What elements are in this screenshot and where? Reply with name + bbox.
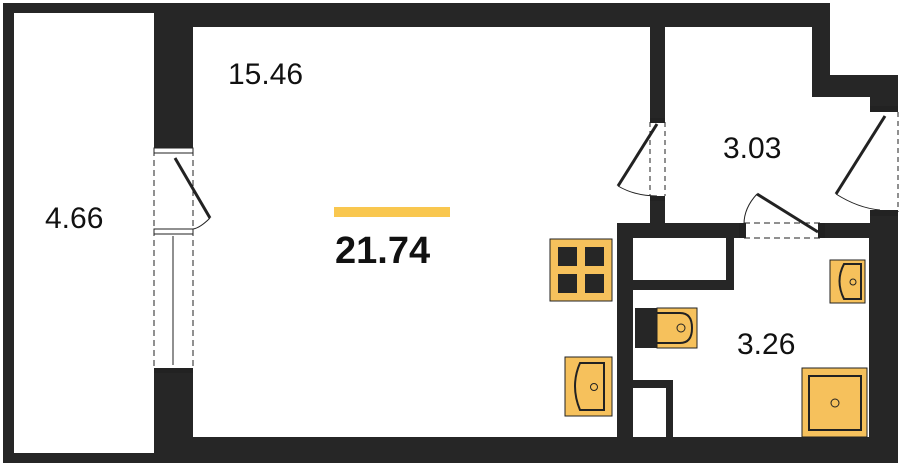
room-living bbox=[193, 27, 650, 437]
bathroom-door bbox=[739, 192, 825, 239]
stove-icon bbox=[549, 238, 613, 302]
bathroom-area: 3.26 bbox=[737, 328, 796, 361]
shower-icon bbox=[801, 367, 868, 438]
sink-icon bbox=[564, 356, 613, 417]
balcony-door bbox=[153, 147, 212, 373]
hallway-area: 3.03 bbox=[723, 132, 782, 165]
room-hallway bbox=[665, 27, 870, 223]
total-area: 21.74 bbox=[335, 230, 431, 272]
entrance-door bbox=[834, 106, 899, 216]
bathroom-niche-wall bbox=[726, 238, 734, 290]
total-area-accent-bar bbox=[334, 207, 450, 217]
balcony-area: 4.66 bbox=[45, 202, 104, 235]
washbasin-icon bbox=[829, 259, 866, 304]
bathroom-niche-wall bbox=[633, 280, 734, 290]
toilet-icon bbox=[635, 307, 698, 349]
closet-wall bbox=[666, 380, 673, 437]
room-balcony bbox=[14, 13, 154, 453]
hallway-door bbox=[616, 118, 666, 201]
living-room-area: 15.46 bbox=[228, 58, 304, 91]
closet-wall bbox=[633, 380, 673, 388]
